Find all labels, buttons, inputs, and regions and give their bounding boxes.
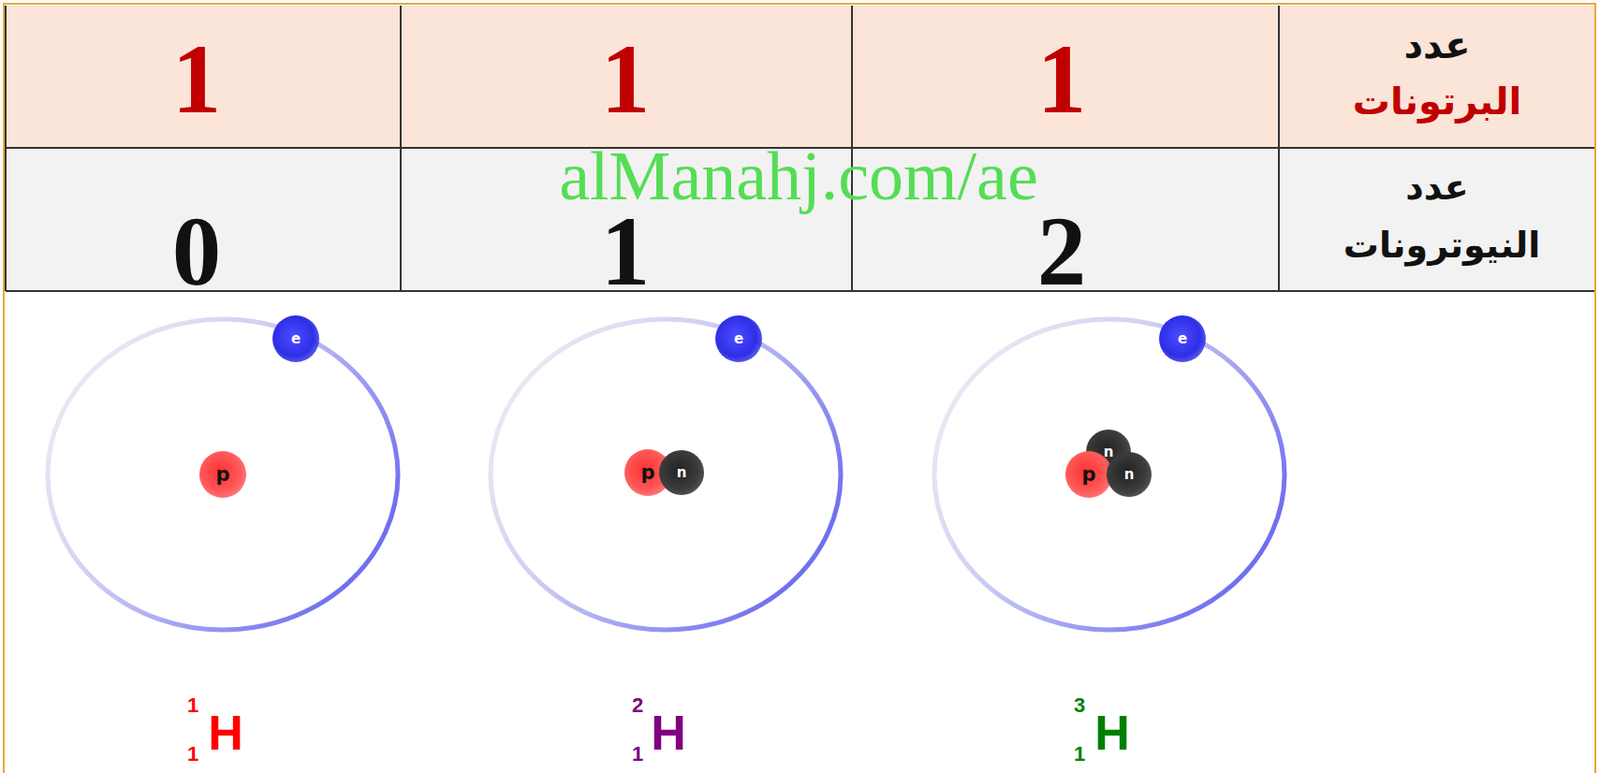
electron-label: e (1177, 332, 1188, 347)
element-symbol-holder: H (1094, 708, 1131, 758)
row-heading: البرتونات (1352, 82, 1522, 120)
table-cell-holder: 1 (601, 29, 651, 129)
grid-line (399, 5, 402, 292)
element-symbol: H (207, 708, 244, 758)
proton-label: p (640, 463, 655, 484)
table-cell: 2 (1037, 202, 1087, 301)
mass-number: 3 (1073, 695, 1086, 717)
neutron-particle: n (1106, 452, 1152, 498)
electron-particle: e (715, 315, 763, 363)
electron-particle: e (1159, 315, 1206, 363)
neutron-label: n (1124, 468, 1135, 483)
outer-frame (3, 3, 1596, 773)
table-cell: 1 (601, 29, 651, 129)
neutron-particle: n (659, 450, 705, 496)
row-heading-holder: عدد (1404, 26, 1471, 64)
row-heading: عدد (1404, 26, 1471, 64)
element-symbol-holder: H (207, 708, 244, 758)
watermark: alManahj.com/ae (558, 141, 1039, 211)
element-symbol: H (1094, 708, 1131, 758)
atomic-number: 1 (1073, 744, 1086, 765)
electron-orbit (490, 319, 841, 631)
atomic-number-holder: 1 (187, 744, 199, 765)
atomic-number: 1 (631, 744, 644, 765)
table-cell-holder: 1 (1037, 29, 1087, 129)
grid-line (1277, 5, 1280, 292)
proton-particle: p (1065, 451, 1113, 499)
element-symbol-holder: H (650, 708, 687, 758)
electron-label: e (733, 332, 744, 347)
atomic-number: 1 (187, 744, 199, 765)
table-cell: 0 (172, 202, 222, 301)
watermark-holder: alManahj.com/ae (558, 141, 1039, 211)
neutron-label: n (676, 466, 688, 481)
proton-label: p (215, 465, 230, 485)
table-cell: 1 (601, 202, 651, 301)
mass-number-holder: 3 (1073, 695, 1086, 717)
mass-number: 1 (187, 695, 199, 717)
electron-orbit (934, 319, 1285, 631)
row-heading-holder: النيوترونات (1343, 227, 1541, 264)
table-cell-holder: 0 (172, 202, 222, 301)
atomic-number-holder: 1 (631, 744, 644, 765)
proton-label: p (1081, 465, 1096, 485)
electron-label: e (291, 332, 301, 347)
table-cell: 1 (172, 29, 222, 129)
row-heading-holder: البرتونات (1352, 82, 1522, 120)
proton-particle: p (199, 451, 247, 499)
table-cell-holder: 1 (172, 29, 222, 129)
row-heading: عدد (1405, 169, 1468, 206)
mass-number: 2 (631, 695, 644, 717)
row-heading: النيوترونات (1343, 227, 1541, 264)
atomic-number-holder: 1 (1073, 744, 1086, 765)
element-symbol: H (650, 708, 687, 758)
electron-particle: e (272, 315, 320, 363)
table-cell-holder: 2 (1037, 202, 1087, 301)
table-cell-holder: 1 (601, 202, 651, 301)
row-heading-holder: عدد (1405, 169, 1468, 206)
mass-number-holder: 1 (187, 695, 199, 717)
table-cell: 1 (1037, 29, 1087, 129)
mass-number-holder: 2 (631, 695, 644, 717)
electron-orbit (47, 319, 398, 631)
grid-line (5, 290, 1595, 293)
proton-row (5, 5, 1595, 148)
grid-line (4, 5, 7, 292)
